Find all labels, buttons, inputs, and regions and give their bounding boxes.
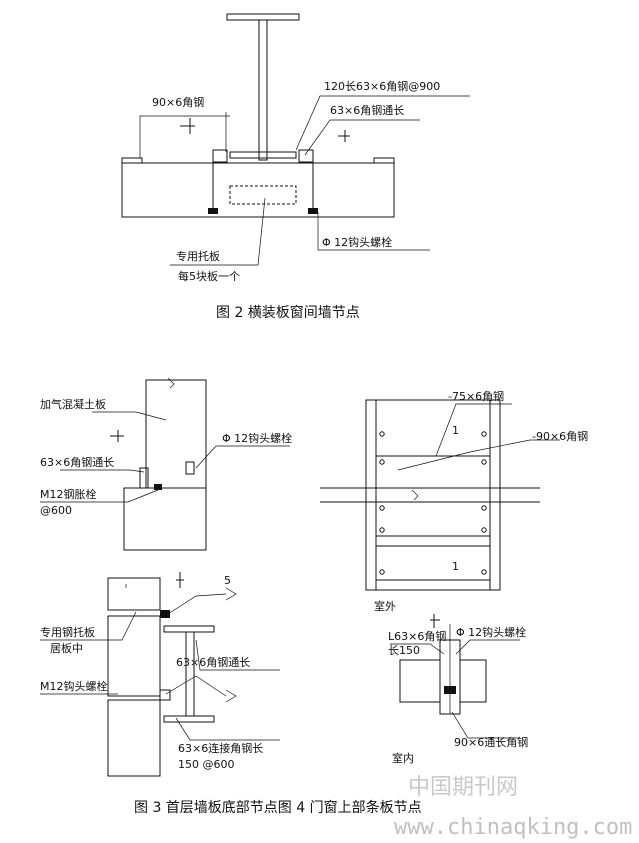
fig2-label-tray-note: 每5块板一个	[178, 269, 240, 283]
fig4-label-angle-90-long: 90×6通长角钢	[454, 736, 528, 749]
fig4-label-inside: 室内	[392, 751, 414, 765]
ibeam-web	[258, 19, 268, 161]
angle-right	[298, 149, 314, 163]
strip-panel-bot	[375, 545, 491, 581]
panel-upper	[107, 577, 161, 611]
fig2-label-tray: 专用托板	[176, 249, 220, 263]
strip-panel-mid	[375, 501, 491, 537]
fig3-top-diagram: 加气混凝土板 Φ 12钩头螺栓 63×6角钢通长 M12钢胀栓 @600	[40, 377, 292, 551]
fig4-label-angle-90: -90×6角钢	[532, 430, 588, 443]
foundation-hatched	[123, 487, 207, 551]
watermark-url: www.chinaqking.com	[394, 815, 632, 840]
steel-flange-bottom	[163, 715, 215, 723]
aerated-panel-top	[145, 379, 207, 489]
section-panel-left	[399, 659, 441, 703]
concrete-slab	[121, 162, 395, 218]
angle-90x6-right	[373, 157, 395, 164]
fig3-label-angle-63-2: 63×6角钢通长	[176, 656, 250, 669]
steel-web	[185, 631, 195, 717]
fig3-label-m12-hook: M12钩头螺栓	[40, 679, 108, 693]
fig4-section: L63×6角钢 长150 Φ 12钩头螺栓 90×6通长角钢 室内	[388, 614, 528, 765]
fig2-label-angle-90x6: 90×6角钢	[152, 96, 204, 109]
fig3-label-hook-bolt: Φ 12钩头螺栓	[222, 431, 292, 445]
panel-middle	[107, 615, 161, 697]
fig3-label-conn-angle: 63×6连接角钢长	[178, 742, 263, 755]
fig3-label-tray: 专用钢托板	[40, 625, 95, 639]
fig3-bottom-diagram: 5 专用钢托板 居板中 M12钩头螺栓 63×6角钢通长 63×6连接角钢长 1…	[40, 572, 280, 777]
fig2-diagram: 90×6角钢 120长63×6角钢@900 63×6角钢通长 专用托板 每5块板…	[121, 13, 470, 283]
ibeam-flange-top	[226, 13, 300, 21]
fig4-mark-1a: 1	[452, 424, 459, 437]
door-window-frame	[365, 399, 501, 591]
angle-63-top	[139, 467, 149, 489]
svg-text:5: 5	[224, 574, 231, 587]
fig4-label-hook-bolt: Φ 12钩头螺栓	[456, 625, 526, 639]
fig3-label-angle-63: 63×6角钢通长	[40, 456, 114, 469]
fig3-label-m12-spacing: @600	[40, 504, 72, 517]
fig4-label-angle-75: -75×6角钢	[448, 390, 504, 403]
watermark-cn: 中国期刊网	[408, 775, 518, 800]
fig2-caption: 图 2 横装板窗间墙节点	[216, 304, 360, 321]
fig2-label-hook-bolt: Φ 12钩头螺栓	[322, 235, 392, 249]
bolt-nut-right	[308, 208, 318, 214]
panel-lower	[107, 699, 161, 777]
fig4-mark-1b: 1	[452, 560, 459, 573]
bottom-caption: 图 3 首层墙板底部节点图 4 门窗上部条板节点	[134, 799, 422, 816]
ibeam-flange-bottom	[229, 151, 297, 159]
fig4-elevation: -75×6角钢 -90×6角钢 1 1 室外	[320, 390, 588, 613]
bolt-nut-left	[208, 208, 218, 214]
fig4-label-outside: 室外	[374, 599, 396, 613]
fig2-label-angle-63: 63×6角钢通长	[330, 104, 404, 117]
fig3-label-aerated: 加气混凝土板	[40, 397, 106, 411]
fig4-label-l63-len: 长150	[388, 644, 420, 657]
fig3-label-conn-spacing: 150 @600	[178, 758, 235, 771]
angle-left	[212, 149, 228, 163]
angle-90x6-left	[121, 157, 143, 164]
fig3-label-m12-exp: M12钢胀栓	[40, 487, 97, 501]
fig2-label-angle-120: 120长63×6角钢@900	[324, 80, 440, 93]
fig4-label-l63: L63×6角钢	[388, 630, 446, 643]
strip-panel-top	[375, 455, 491, 489]
steel-flange-top	[163, 625, 215, 633]
section-panel-right	[459, 659, 487, 703]
fig3-label-tray-note: 居板中	[50, 641, 83, 655]
